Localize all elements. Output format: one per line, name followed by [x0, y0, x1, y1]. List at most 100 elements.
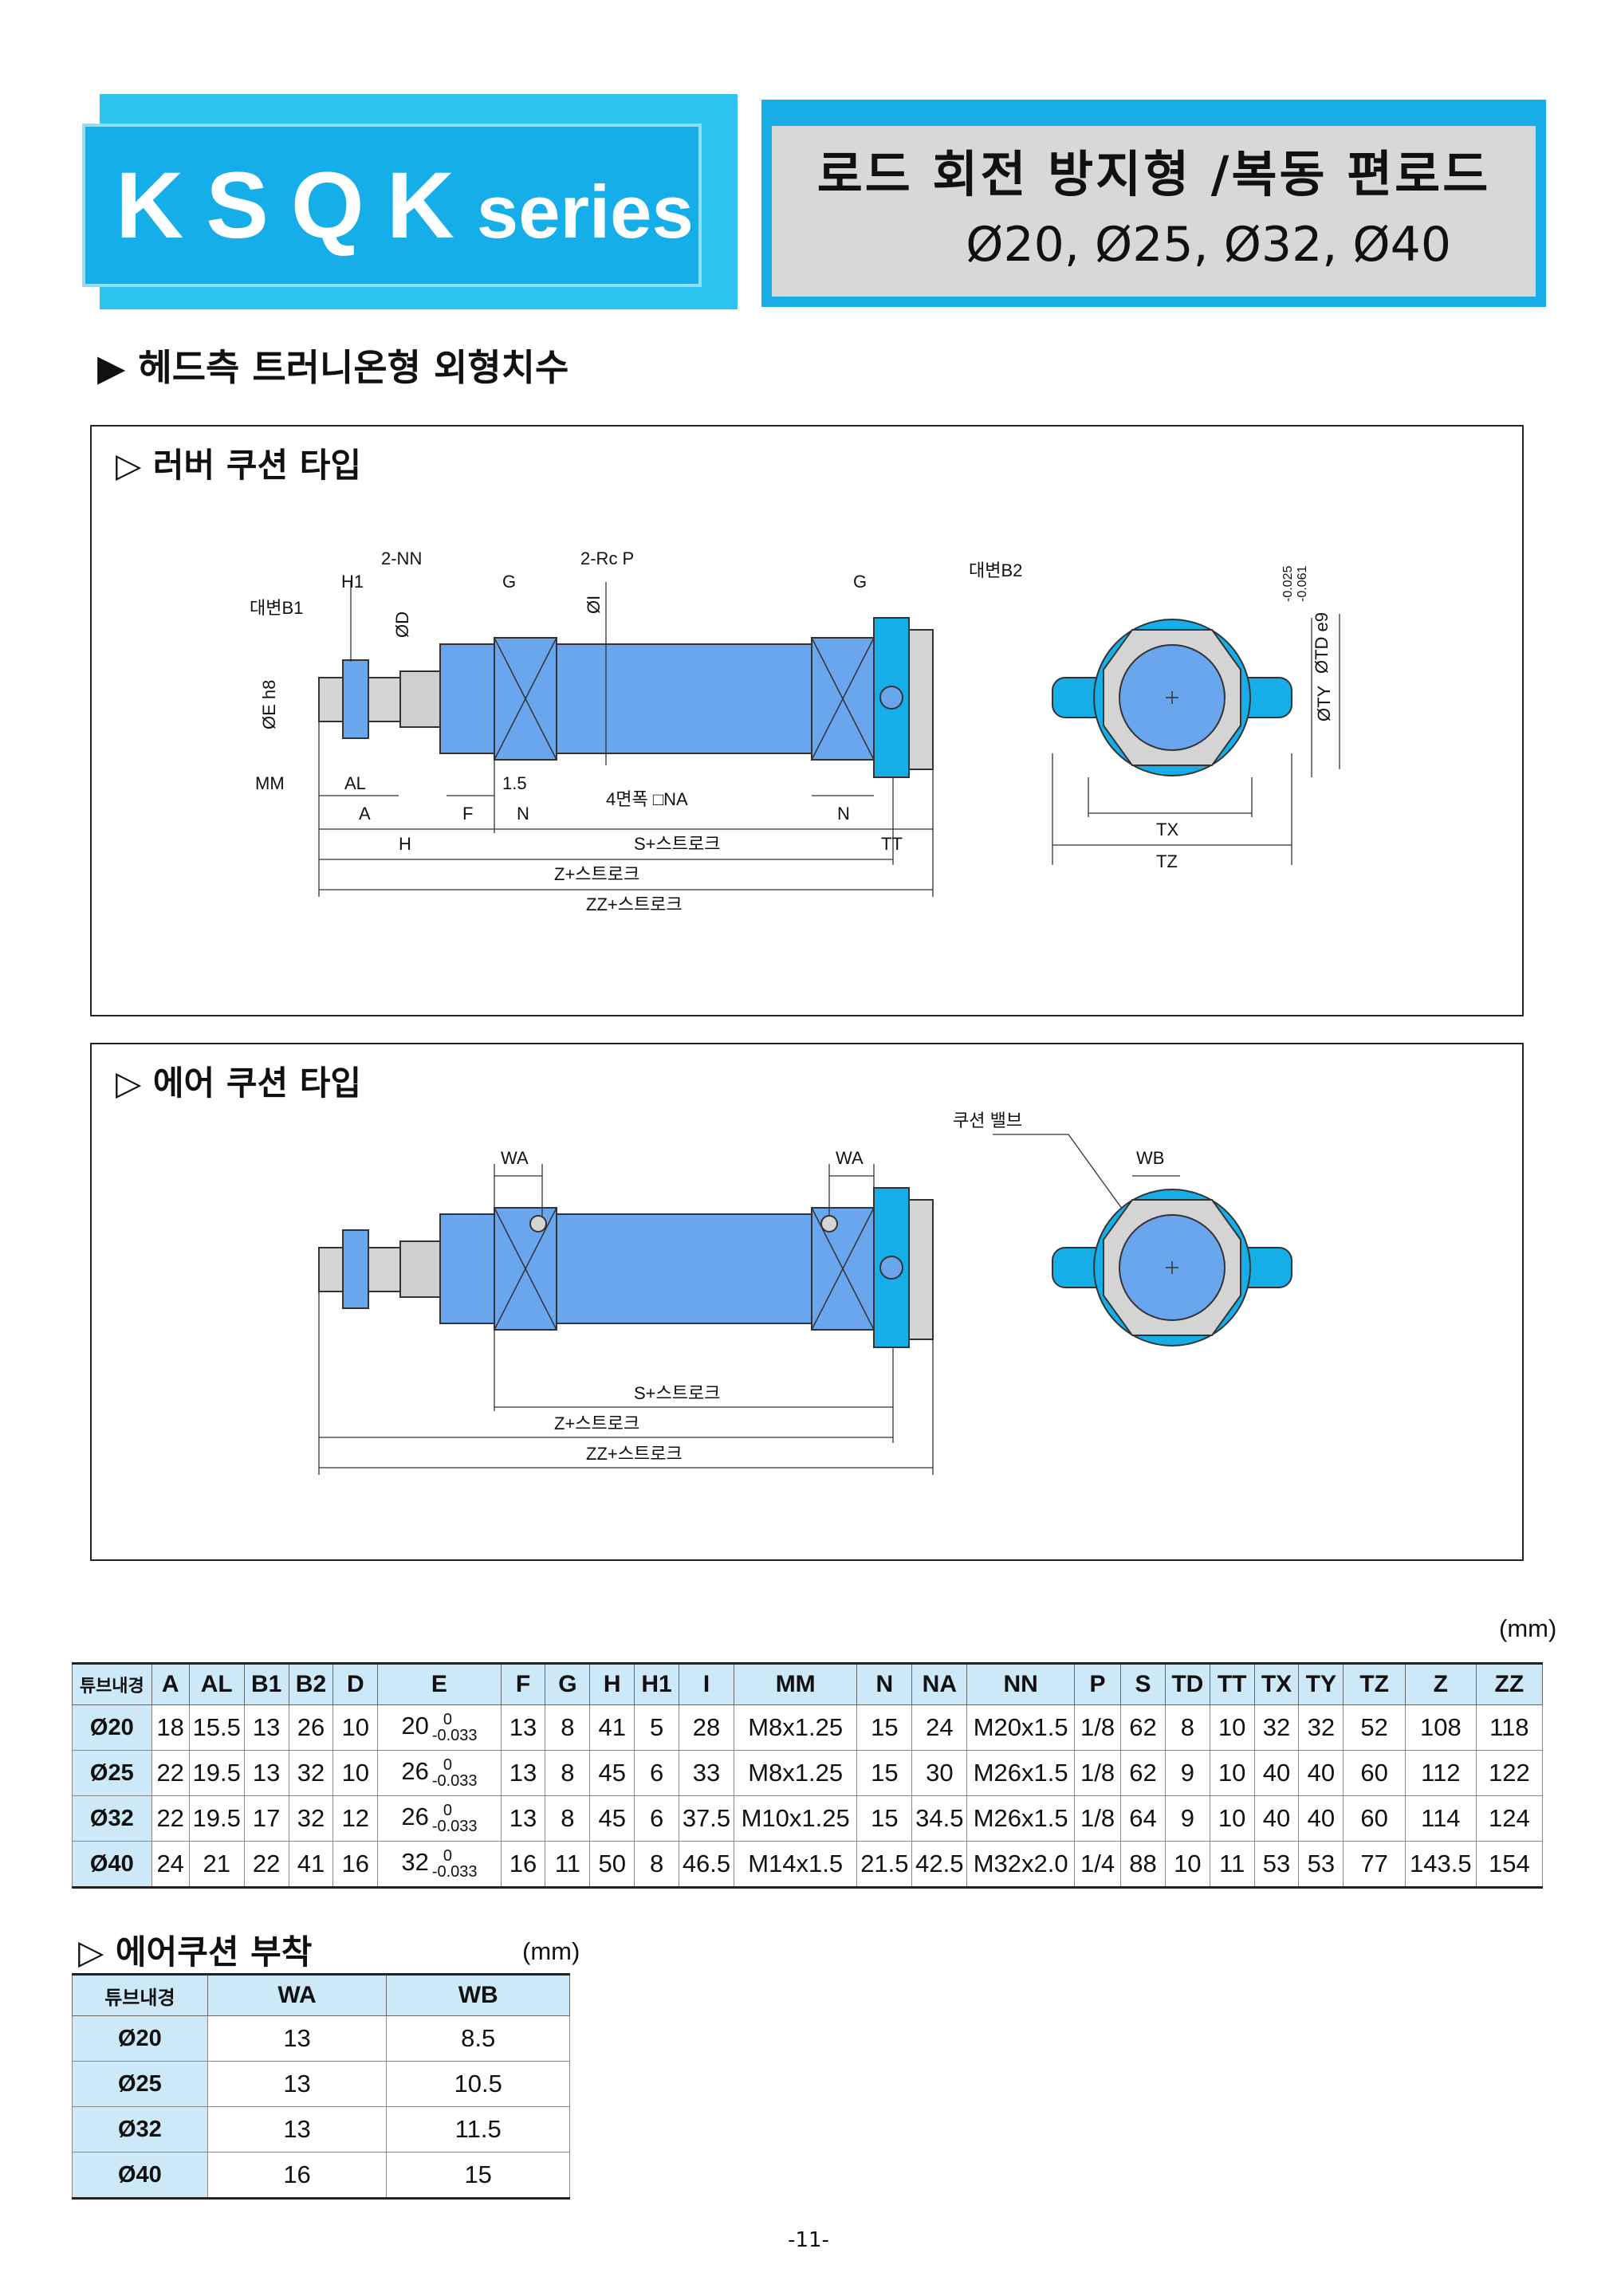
cell-tz: 52 — [1343, 1704, 1406, 1751]
col-header: B2 — [288, 1662, 334, 1705]
cell-d: 16 — [332, 1841, 379, 1889]
bore-cell: Ø20 — [72, 2015, 208, 2062]
cell-f: 13 — [500, 1704, 546, 1751]
col-header: TD — [1164, 1662, 1210, 1705]
col-header: 튜브내경 — [72, 1973, 208, 2016]
cell-p: 1/4 — [1074, 1841, 1122, 1889]
cell-tt: 11 — [1209, 1841, 1255, 1889]
dim-tz: TZ — [1156, 851, 1178, 871]
cell-mm: M10x1.25 — [733, 1795, 858, 1842]
cell-a: 22 — [151, 1750, 190, 1796]
dim-g2: G — [853, 572, 867, 592]
cell-n: 15 — [856, 1704, 913, 1751]
cell-na: 30 — [911, 1750, 968, 1796]
dim-g1: G — [502, 572, 516, 592]
bore-cell: Ø40 — [72, 1841, 152, 1889]
cell-g: 8 — [545, 1750, 591, 1796]
cell-i: 37.5 — [679, 1795, 734, 1842]
col-header: TY — [1298, 1662, 1344, 1705]
dim-al: AL — [344, 773, 366, 793]
cell-tz: 60 — [1343, 1795, 1406, 1842]
cell-g: 11 — [545, 1841, 591, 1889]
dim-n1: N — [517, 804, 529, 824]
tolerance-lower: -0.033 — [431, 1818, 478, 1835]
cushion-valve-rod — [529, 1215, 547, 1233]
dim-e: ØE h8 — [259, 680, 279, 729]
series-main: KSQK — [116, 153, 477, 258]
cell-td: 8 — [1164, 1704, 1210, 1751]
dim-z-air: Z+스트로크 — [554, 1413, 639, 1433]
cell-s: 62 — [1120, 1704, 1166, 1751]
rubber-cushion-panel — [90, 425, 1524, 1016]
cell-b2: 26 — [288, 1704, 334, 1751]
dim-zz-air: ZZ+스트로크 — [586, 1444, 683, 1464]
dim-tt: TT — [881, 834, 903, 854]
cell-wb: 8.5 — [386, 2015, 570, 2062]
dim-b2: 대변B2 — [969, 560, 1022, 580]
cell-wa: 13 — [207, 2106, 388, 2152]
cell-na: 42.5 — [911, 1841, 968, 1889]
cell-b1: 13 — [243, 1750, 289, 1796]
trunnion-pin — [879, 686, 903, 710]
cell-nn: M32x2.0 — [966, 1841, 1076, 1889]
bore-cell: Ø40 — [72, 2152, 208, 2200]
cushion-valve-label: 쿠션 밸브 — [953, 1111, 1022, 1130]
cell-p: 1/8 — [1074, 1750, 1122, 1796]
col-header: Z — [1405, 1662, 1477, 1705]
cell-tx: 40 — [1253, 1795, 1300, 1842]
cell-wb: 10.5 — [386, 2061, 570, 2107]
dim-nn: 2-NN — [381, 548, 422, 568]
tolerance-upper: 0 — [443, 1756, 452, 1774]
cell-z: 112 — [1405, 1750, 1477, 1796]
col-header: AL — [188, 1662, 245, 1705]
cell-wb: 11.5 — [386, 2106, 570, 2152]
col-header: H1 — [634, 1662, 679, 1705]
dim-tx: TX — [1156, 820, 1178, 839]
dim-na: 4면폭 □NA — [606, 789, 688, 809]
cell-a: 24 — [151, 1841, 190, 1889]
cell-f: 13 — [500, 1750, 546, 1796]
cell-tt: 10 — [1209, 1750, 1255, 1796]
cell-al: 21 — [188, 1841, 245, 1889]
cell-td: 9 — [1164, 1795, 1210, 1842]
cell-h: 50 — [589, 1841, 635, 1889]
cell-ty: 32 — [1298, 1704, 1344, 1751]
cell-f: 13 — [500, 1795, 546, 1842]
dim-b1: 대변B1 — [250, 598, 303, 618]
dim-zz: ZZ+스트로크 — [586, 894, 683, 914]
cell-a: 18 — [151, 1704, 190, 1751]
cell-tz: 60 — [1343, 1750, 1406, 1796]
cell-n: 15 — [856, 1795, 913, 1842]
col-header: TZ — [1343, 1662, 1406, 1705]
series-sub: series — [476, 170, 694, 254]
dim-td: ØTD e9 — [1312, 612, 1332, 674]
cell-tx: 40 — [1253, 1750, 1300, 1796]
cell-g: 8 — [545, 1704, 591, 1751]
cushion-valve-head — [820, 1215, 838, 1233]
cell-d: 12 — [332, 1795, 379, 1842]
cell-h: 45 — [589, 1750, 635, 1796]
cell-d: 10 — [332, 1750, 379, 1796]
tolerance-lower: -0.033 — [431, 1772, 478, 1790]
cell-td: 10 — [1164, 1841, 1210, 1889]
e-tolerance: 0-0.033 — [432, 1848, 478, 1880]
cell-tt: 10 — [1209, 1795, 1255, 1842]
col-header: I — [679, 1662, 734, 1705]
cell-z: 143.5 — [1405, 1841, 1477, 1889]
rubber-cushion-title: ▷ 러버 쿠션 타입 — [116, 446, 362, 485]
cell-nn: M26x1.5 — [966, 1750, 1076, 1796]
cell-zz: 124 — [1475, 1795, 1544, 1842]
cell-h: 41 — [589, 1704, 635, 1751]
cell-al: 19.5 — [188, 1795, 245, 1842]
